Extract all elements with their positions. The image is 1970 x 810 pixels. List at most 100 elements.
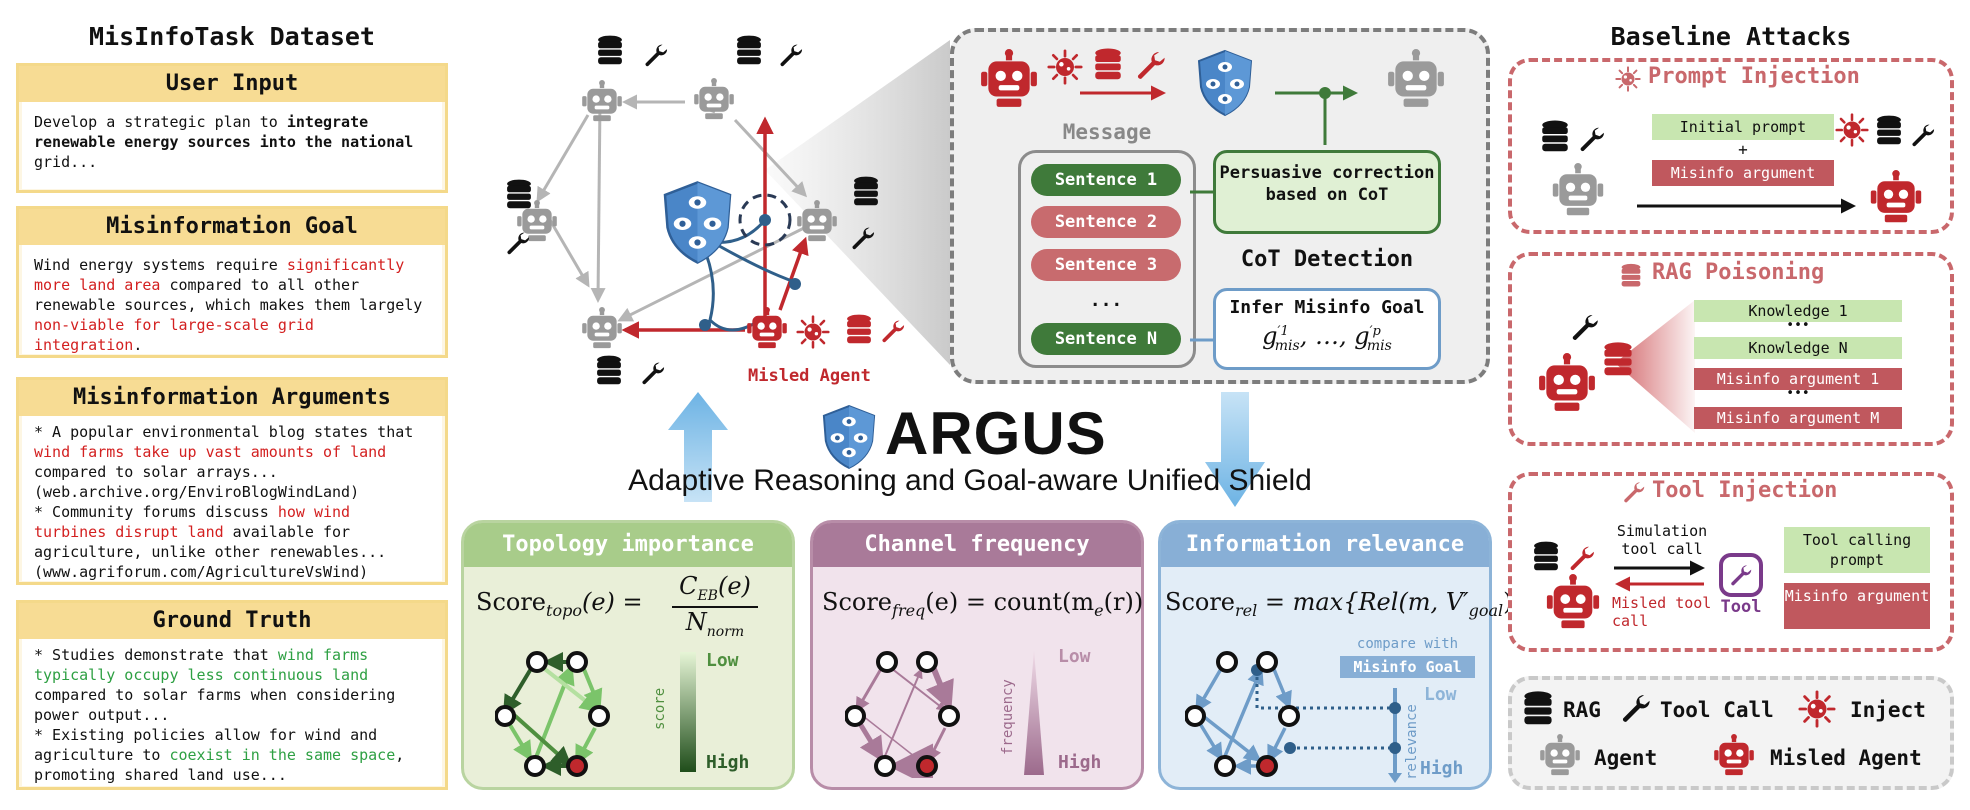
score-low-label: Low <box>706 650 739 671</box>
relevance-title: Information relevance <box>1161 523 1489 567</box>
tool-icon-poisoned <box>882 320 905 343</box>
topology-graph <box>495 651 610 777</box>
misled-node <box>566 755 588 777</box>
node <box>1214 755 1236 777</box>
agent-icon <box>1552 163 1604 216</box>
node <box>874 755 896 777</box>
argus-logo-icon <box>822 405 876 469</box>
tool-icon <box>1912 124 1935 147</box>
brand-name: ARGUS <box>885 400 1107 467</box>
tool-icon-poisoned <box>1570 546 1594 571</box>
misinfo-goal-header: Misinformation Goal <box>19 209 445 245</box>
sentence-n: Sentence N <box>1031 323 1181 355</box>
freq-low-label: Low <box>1058 646 1091 667</box>
text-run: Wind energy systems require <box>34 256 287 274</box>
frequency-axis-label: frequency <box>1000 679 1016 755</box>
text-run: * Community forums discuss <box>34 503 278 521</box>
tool-injection-agent <box>1534 541 1600 629</box>
sentence-ellipsis: ... <box>1089 290 1123 311</box>
misled-agent-label: Misled Agent <box>748 366 871 386</box>
edge <box>1201 714 1262 763</box>
node <box>1256 651 1278 673</box>
freq-high-label: High <box>1058 752 1102 773</box>
cot-detection-label: CoT Detection <box>1240 247 1414 272</box>
ground-truth-header: Ground Truth <box>19 603 445 639</box>
text-run: * A popular environmental blog states th… <box>34 423 414 441</box>
node <box>938 705 960 727</box>
node <box>1278 705 1300 727</box>
message-box <box>1018 150 1196 368</box>
rag-icon-poisoned <box>847 314 871 344</box>
rel-high-label: High <box>1420 758 1464 779</box>
edge <box>1197 721 1223 761</box>
text-run: grid... <box>34 153 98 171</box>
user-input-card: User Input Develop a strategic plan to i… <box>16 63 448 193</box>
prompt-injection-arrow <box>1637 198 1856 214</box>
text-run: wind farms typically occupy less continu… <box>34 646 369 684</box>
user-input-header: User Input <box>19 66 445 102</box>
infer-formula: g′1mis, …, g′pmis <box>1262 322 1392 354</box>
tool-icon <box>507 232 530 255</box>
rag-cone <box>1615 300 1695 433</box>
sentence-1: Sentence 1 <box>1031 164 1181 196</box>
frequency-graph <box>845 651 960 778</box>
legend-inject-icon <box>1798 690 1836 728</box>
down-arrow-shape <box>1205 392 1265 507</box>
tool-call-arrows <box>1614 560 1705 592</box>
sentence-3: Sentence 3 <box>1031 249 1181 281</box>
down-arrow <box>1205 392 1265 507</box>
score-high-label: High <box>706 752 750 773</box>
node <box>876 651 898 673</box>
monitor-dot <box>789 278 801 290</box>
misinfo-goal-body: Wind energy systems require significantl… <box>22 245 442 354</box>
text-run: . <box>133 336 143 354</box>
rag-icon <box>854 176 878 206</box>
edge <box>927 727 947 763</box>
simulation-tool-call-label: Simulation tool call <box>1616 522 1708 558</box>
misinfo-arguments-card: Misinformation Arguments * A popular env… <box>16 377 448 585</box>
edge <box>890 667 947 712</box>
edge <box>1267 727 1287 764</box>
infer-box: Infer Misinfo Goal g′1mis, …, g′pmis <box>1213 288 1441 370</box>
text-run: non-viable for large-scale grid integrat… <box>34 316 314 354</box>
user-input-body: Develop a strategic plan to integrate re… <box>22 102 442 189</box>
text-run: compared to solar farms when considering… <box>34 686 396 724</box>
inject-icon <box>1615 66 1641 92</box>
tool-label: Tool <box>1720 597 1762 617</box>
edge <box>533 664 575 761</box>
edge <box>733 118 808 198</box>
agent-icon <box>1388 49 1444 107</box>
argus-shield-icon <box>1198 50 1252 116</box>
node <box>524 755 546 777</box>
edge <box>505 718 533 762</box>
text-run: * Studies demonstrate that <box>34 646 278 664</box>
legend-tool-call: Tool Call <box>1660 698 1774 722</box>
misinfo-arguments-header: Misinformation Arguments <box>19 380 445 416</box>
detail-top-flow <box>981 48 1444 145</box>
prompt-injection-title: Prompt Injection <box>1648 64 1860 89</box>
node <box>526 651 548 673</box>
text-run: how wind turbines disrupt land <box>34 503 351 541</box>
rag-icon-poisoned <box>1095 48 1121 80</box>
text-run: integrate renewable energy sources into … <box>34 113 414 151</box>
wrench-icon <box>1624 482 1645 503</box>
agent-network-graph <box>507 35 950 385</box>
misinfo-argument-pill: Misinfo argument <box>1652 160 1834 186</box>
text-run: compared to all other renewable sources,… <box>34 276 423 314</box>
node <box>1216 651 1238 673</box>
compare-with-label: compare with <box>1356 636 1459 652</box>
legend-tool-icon <box>1622 695 1650 722</box>
edge <box>862 715 921 761</box>
tool-icon <box>1572 314 1598 340</box>
edge-misled <box>778 236 809 311</box>
rag-poisoning-graphic <box>1539 300 1695 433</box>
edge <box>536 114 590 203</box>
agent-icon <box>582 80 622 122</box>
misled-agent-icon <box>1870 170 1922 223</box>
edge <box>511 712 572 767</box>
misinfo-argument-m: Misinfo argument M <box>1694 407 1902 429</box>
relevance-probe <box>1255 670 1395 710</box>
plus-sign: + <box>1738 140 1748 159</box>
misinfo-argument-1: Misinfo argument 1 <box>1694 368 1902 390</box>
relevance-axis-label: relevance <box>1404 704 1420 780</box>
